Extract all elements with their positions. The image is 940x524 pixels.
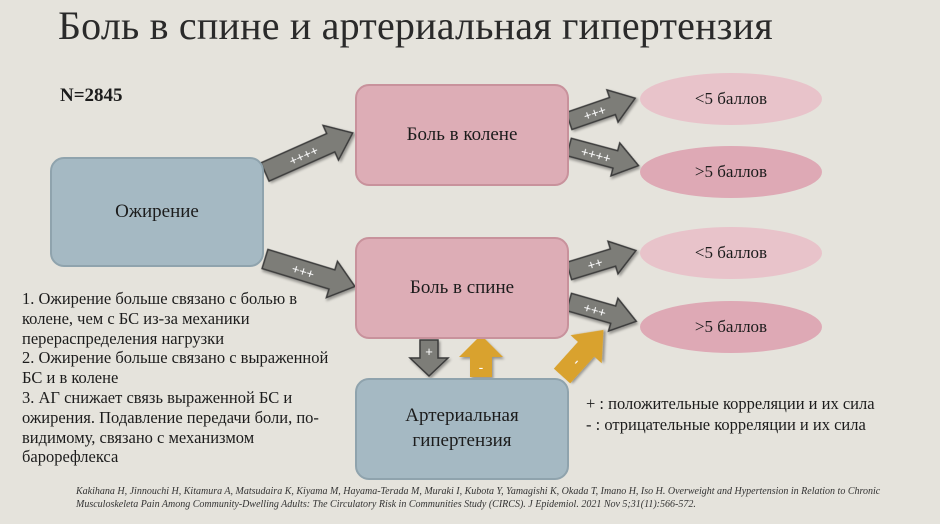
back-high-score-oval: >5 баллов xyxy=(640,301,822,353)
arrow-label: ++ xyxy=(586,254,605,273)
oval-label: <5 баллов xyxy=(694,243,768,262)
knee-pain-box: Боль в колене xyxy=(355,84,569,186)
citation: Kakihana H, Jinnouchi H, Kitamura A, Mat… xyxy=(76,486,881,510)
arrow-knee-to-high: ++++ xyxy=(565,137,640,178)
arrow-label: +++ xyxy=(581,102,607,124)
arrow-label: - xyxy=(479,359,484,375)
knee-pain-label: Боль в колене xyxy=(406,124,518,145)
sample-size-label: N=2845 xyxy=(60,85,123,106)
arrow-obesity-to-back: +++ xyxy=(261,248,357,299)
hypertension-label-line2: гипертензия xyxy=(412,430,512,451)
conclusion-item: 3. АГ снижает связь выраженной БС и ожир… xyxy=(22,387,319,467)
legend: + : положительные корреляции и их сила -… xyxy=(586,393,875,436)
arrow-back-to-high: +++ xyxy=(565,292,638,333)
hypertension-box: Артериальная гипертензия xyxy=(355,378,569,480)
knee-low-score-oval: <5 баллов xyxy=(640,73,822,125)
legend-negative: - : отрицательные корреляции и их сила xyxy=(586,415,866,435)
knee-high-score-oval: >5 баллов xyxy=(640,146,822,198)
conclusion-item: 1. Ожирение больше связано с болью в кол… xyxy=(22,289,298,348)
obesity-box: Ожирение xyxy=(50,157,264,267)
arrow-label: + xyxy=(425,344,433,359)
arrow-label: +++ xyxy=(290,261,316,282)
hypertension-label-line1: Артериальная xyxy=(405,405,519,427)
arrow-back-to-low: ++ xyxy=(565,240,638,281)
arrow-label: +++ xyxy=(582,300,608,321)
oval-label: >5 баллов xyxy=(694,317,768,336)
arrow-back-to-hypertension: + xyxy=(408,339,450,378)
back-pain-label: Боль в спине xyxy=(409,277,515,298)
arrow-obesity-to-knee: ++++ xyxy=(259,124,354,183)
arrow-hypertension-to-high: - xyxy=(553,329,604,384)
arrow-knee-to-low: +++ xyxy=(565,88,637,131)
conclusion-item: 2. Ожирение больше связано с выраженной … xyxy=(22,348,329,388)
back-low-score-oval: <5 баллов xyxy=(640,227,822,279)
arrow-hypertension-to-back: - xyxy=(459,335,503,377)
oval-label: <5 баллов xyxy=(694,89,768,108)
legend-positive: + : положительные корреляции и их сила xyxy=(586,394,875,413)
back-pain-box: Боль в спине xyxy=(355,237,569,339)
conclusions-list: 1. Ожирение больше связано с болью в кол… xyxy=(22,289,352,467)
slide-title: Боль в спине и артериальная гипертензия xyxy=(58,3,773,48)
obesity-label: Ожирение xyxy=(115,201,199,222)
oval-label: >5 баллов xyxy=(694,162,768,181)
